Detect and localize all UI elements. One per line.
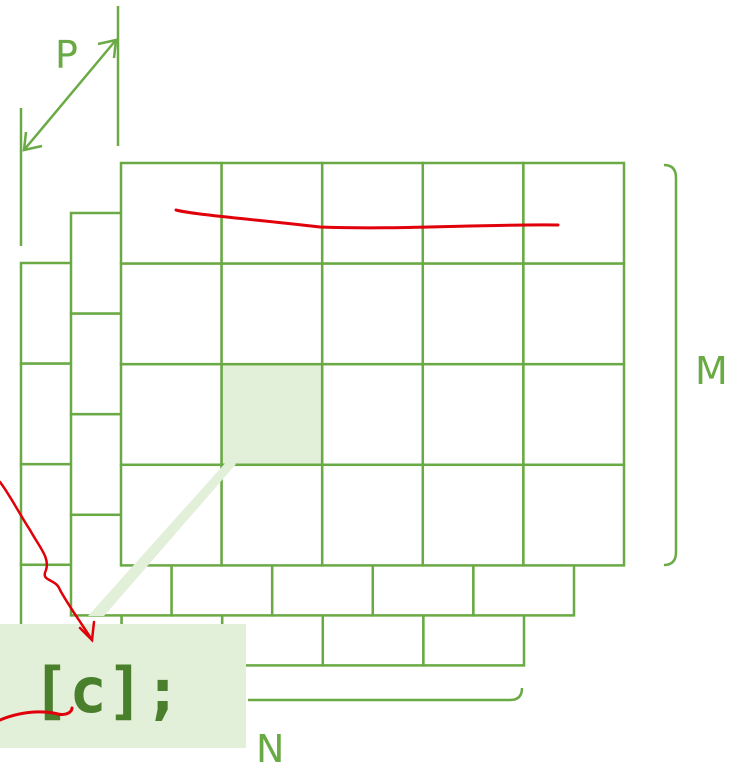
grid-cell <box>421 262 525 366</box>
grid-cell <box>522 262 626 366</box>
m-label: M <box>695 349 728 393</box>
grid-cell <box>320 262 425 366</box>
p-arrow-head-bottom <box>22 131 43 152</box>
red-underline-row <box>174 208 560 230</box>
grid-cell <box>320 362 425 467</box>
red-underline-code <box>0 706 74 722</box>
code-box <box>0 624 246 748</box>
grid-cell <box>220 161 324 265</box>
grid-cell <box>522 362 626 467</box>
n-label: N <box>256 727 284 771</box>
highlighted-cell <box>220 362 324 467</box>
grid-cell <box>320 463 425 567</box>
grid-cell <box>522 463 626 567</box>
grid-cell <box>119 463 223 567</box>
red-arrow-head <box>78 620 96 643</box>
red-arrow-path <box>0 480 94 642</box>
grid-cell <box>119 362 223 467</box>
p-arrow-line <box>23 39 117 151</box>
grid-cell <box>421 362 525 467</box>
dimension-markers: P M N <box>19 6 728 771</box>
m-brace <box>663 163 678 567</box>
annotations <box>0 208 560 722</box>
cell-connector <box>88 460 236 616</box>
p-arrow-head-top <box>97 38 118 59</box>
grid-cell <box>320 161 425 265</box>
grid-cell <box>220 262 324 366</box>
grid-cell <box>421 463 525 567</box>
n-brace <box>248 687 524 702</box>
front-grid <box>119 161 626 567</box>
grid-cell <box>119 262 223 366</box>
grid-cell <box>522 161 626 265</box>
grid-cell <box>421 161 525 265</box>
grid-cell <box>220 463 324 567</box>
p-label: P <box>55 33 78 77</box>
code-snippet: [c]; <box>32 654 181 727</box>
